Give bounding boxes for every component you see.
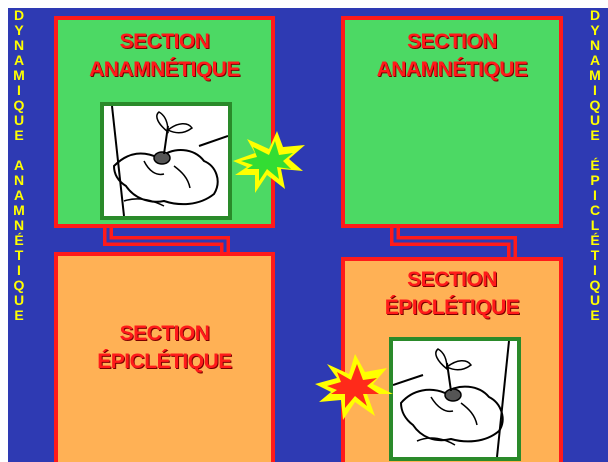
left-vertical-letter: N <box>13 217 25 233</box>
right-vertical-letter: É <box>590 232 600 248</box>
left-vertical-letter: A <box>13 187 25 203</box>
right-vertical-letter: T <box>590 247 600 263</box>
title-line-1: SECTION <box>407 30 497 53</box>
title-line-1: SECTION <box>119 30 210 53</box>
left-vertical-letter: E <box>14 127 24 143</box>
right-vertical-letter: N <box>589 37 601 53</box>
right-vertical-letter: M <box>589 67 601 83</box>
right-vertical-letter: E <box>590 127 600 143</box>
right-vertical-letter: P <box>590 172 600 188</box>
right-vertical-letter: D <box>589 8 601 23</box>
left-vertical-letter: N <box>13 37 25 53</box>
right-vertical-letter: U <box>589 112 601 128</box>
left-vertical-letter: Y <box>14 22 24 38</box>
title-line-2: ÉPICLÉTIQUE <box>384 296 520 319</box>
hands-holding-seedling-icon <box>100 102 232 220</box>
panel-bottom-left: SECTION ÉPICLÉTIQUE <box>54 252 275 462</box>
left-vertical-letter: D <box>13 8 25 23</box>
red-yellow-lightning-bolt-icon <box>315 354 393 420</box>
right-vertical-letter: Y <box>590 22 600 38</box>
right-vertical-letter: I <box>593 187 597 203</box>
left-vertical-letter: E <box>14 307 24 323</box>
left-vertical-letter: M <box>13 202 25 218</box>
panel-title: SECTION ANAMNÉTIQUE <box>345 28 559 84</box>
left-vertical-letter: A <box>13 157 25 173</box>
left-vertical-letter: Q <box>13 277 25 293</box>
right-vertical-letter: I <box>593 262 597 278</box>
right-connector <box>390 225 517 261</box>
panel-top-right: SECTION ANAMNÉTIQUE <box>341 16 563 228</box>
panel-title: SECTION ANAMNÉTIQUE <box>58 28 271 84</box>
panel-title: SECTION ÉPICLÉTIQUE <box>58 320 271 376</box>
right-vertical-letter: Q <box>589 97 601 113</box>
left-vertical-letter: É <box>14 232 24 248</box>
left-vertical-letter: A <box>13 52 25 68</box>
panel-title: SECTION ÉPICLÉTIQUE <box>345 266 559 322</box>
title-line-1: SECTION <box>119 322 210 345</box>
left-vertical-letter: I <box>17 82 21 98</box>
right-vertical-letter: U <box>589 292 601 308</box>
title-line-2: ANAMNÉTIQUE <box>376 58 528 81</box>
left-vertical-letter: I <box>17 262 21 278</box>
right-vertical-letter: É <box>590 157 600 173</box>
right-vertical-letter: C <box>589 202 601 218</box>
right-vertical-letter: I <box>593 82 597 98</box>
title-line-2: ÉPICLÉTIQUE <box>97 350 232 373</box>
left-connector <box>103 225 230 261</box>
left-vertical-letter: M <box>13 67 25 83</box>
green-yellow-lightning-bolt-icon <box>233 131 305 193</box>
left-vertical-letter: U <box>13 292 25 308</box>
right-vertical-letter: L <box>590 217 600 233</box>
title-line-2: ANAMNÉTIQUE <box>89 58 240 81</box>
panel-bottom-right: SECTION ÉPICLÉTIQUE <box>341 257 563 462</box>
left-vertical-letter: Q <box>13 97 25 113</box>
right-vertical-letter: A <box>589 52 601 68</box>
right-vertical-letter: Q <box>589 277 601 293</box>
left-vertical-letter: T <box>14 247 24 263</box>
left-vertical-letter: N <box>13 172 25 188</box>
hands-holding-seedling-icon <box>389 337 521 461</box>
left-vertical-letter: U <box>13 112 25 128</box>
title-line-1: SECTION <box>407 268 497 291</box>
panel-top-left: SECTION ANAMNÉTIQUE <box>54 16 275 228</box>
right-vertical-letter: E <box>590 307 600 323</box>
